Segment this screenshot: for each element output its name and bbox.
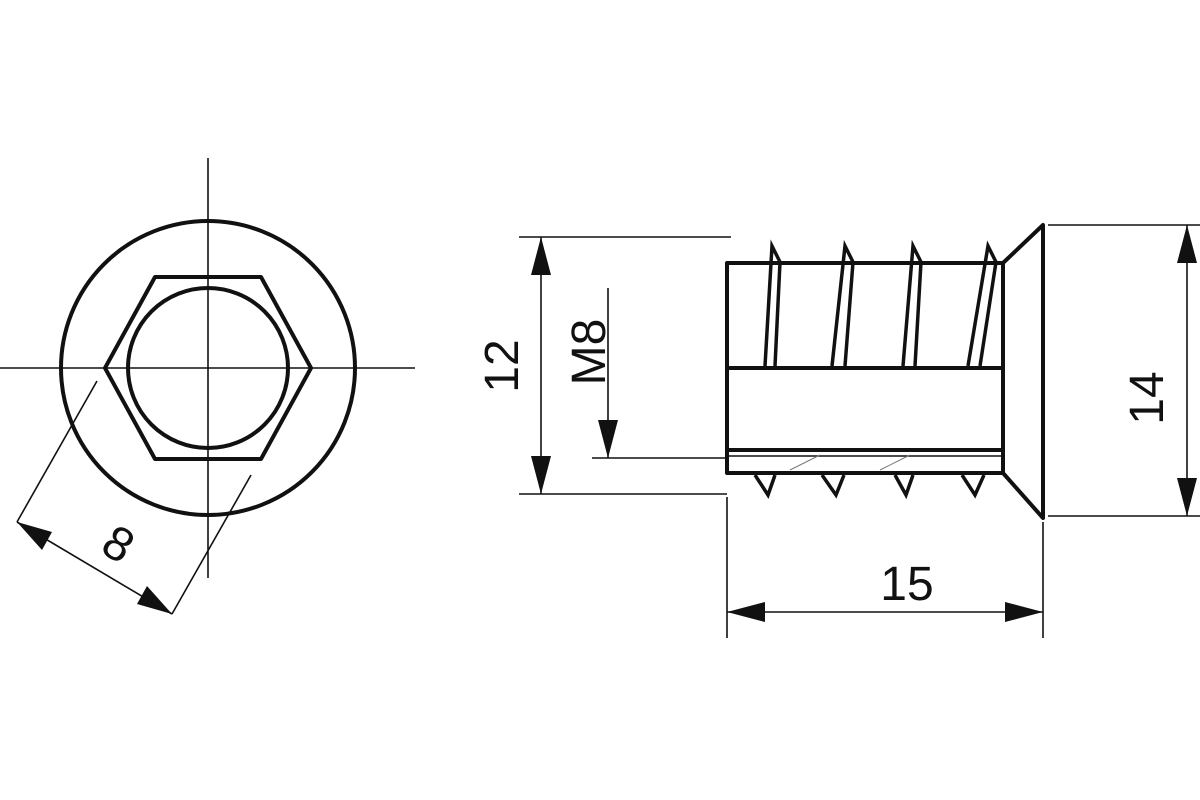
dim12-arrow-top	[531, 237, 551, 275]
side-view: 12 M8 14 15	[476, 223, 1200, 638]
dim12-arrow-bottom	[531, 456, 551, 494]
hex-dim-label: 8	[93, 515, 143, 574]
lower-fins	[753, 473, 986, 500]
m8-arrow	[598, 420, 618, 458]
dim14-label: 14	[1121, 371, 1174, 424]
flange-outer-circle	[59, 219, 357, 517]
bore-circle	[126, 286, 290, 450]
fin-2	[830, 239, 855, 367]
lower-fin-3	[893, 474, 915, 500]
hex-dim-arrow-2	[137, 586, 172, 614]
insert-head-outline	[1001, 223, 1045, 520]
hex-dim-extension-2	[171, 474, 252, 615]
dim12-label: 12	[476, 339, 529, 392]
dim15-arrow-left	[727, 602, 765, 622]
lower-fin-1	[753, 474, 777, 499]
upper-fins	[763, 239, 998, 367]
dim15-arrow-right	[1005, 602, 1043, 622]
insert-thread-hatch-2	[879, 454, 911, 471]
fin-4	[966, 240, 998, 367]
dim15-label: 15	[880, 558, 933, 611]
insert-thread-hatch-1	[789, 454, 821, 471]
lower-fin-2	[820, 473, 846, 499]
dim14-arrow-top	[1177, 225, 1197, 263]
hex-socket	[103, 275, 313, 461]
fin-1	[763, 239, 782, 367]
hex-dim-extension-1	[16, 380, 98, 523]
m8-label: M8	[563, 319, 616, 386]
lower-fin-4	[960, 474, 986, 499]
insert-shank-outline	[725, 261, 1005, 475]
dim14-arrow-bottom	[1177, 478, 1197, 516]
end-view: 8	[0, 158, 415, 615]
fin-3	[901, 239, 923, 367]
hex-dim-arrow-1	[17, 522, 52, 550]
